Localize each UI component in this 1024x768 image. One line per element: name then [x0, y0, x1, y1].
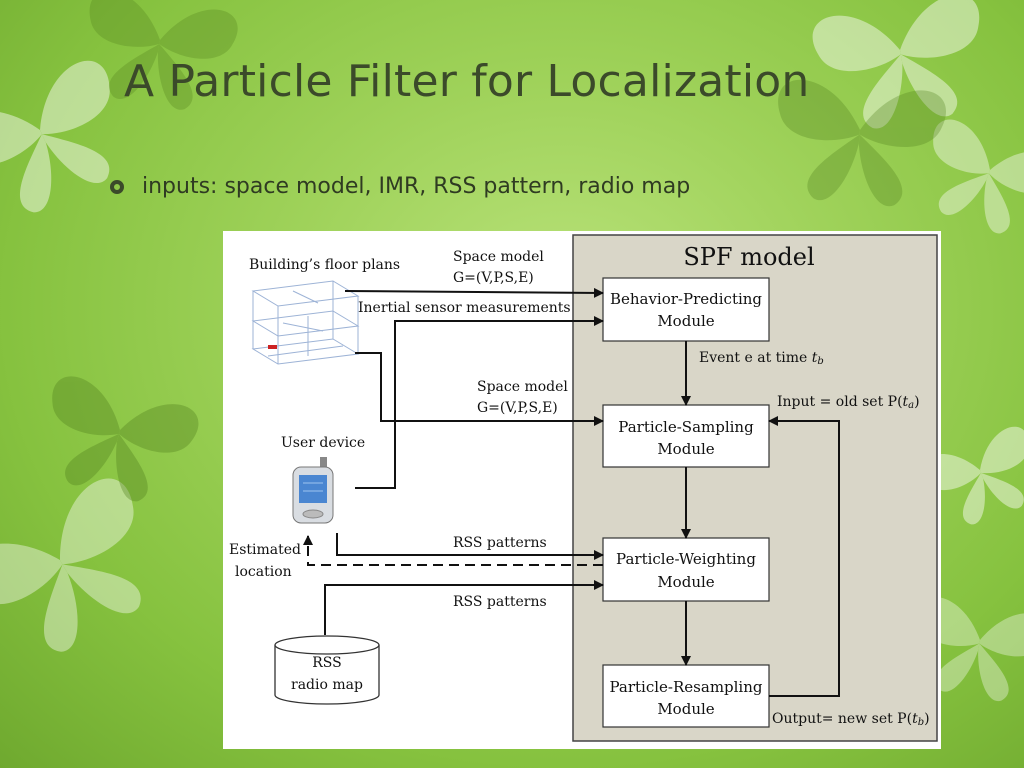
arrow-estimated-location	[303, 535, 603, 566]
ring-bullet-icon	[110, 179, 124, 194]
spf-diagram-figure: SPF model Behavior-Predicting Module Par…	[223, 231, 941, 749]
arrow-radiomap-to-weighting	[324, 580, 604, 635]
phone-icon	[292, 457, 334, 524]
rss-patterns-label-2: RSS patterns	[453, 594, 547, 610]
rss-patterns-label-1: RSS patterns	[453, 535, 547, 551]
space-model-top-graph: G=(V,P,S,E)	[453, 270, 534, 286]
input-old-set-label: Input = old set P(ta)	[777, 394, 920, 411]
module-label: Particle-Resampling	[610, 678, 763, 696]
module-label: Module	[657, 573, 714, 591]
floor-plans-label: Building’s floor plans	[249, 257, 400, 273]
spf-model-title: SPF model	[683, 243, 814, 271]
module-label: Module	[657, 312, 714, 330]
module-label: Module	[657, 700, 714, 718]
arrow-inertial-to-behavior	[355, 316, 604, 489]
module-label: Module	[657, 440, 714, 458]
spf-diagram: SPF model Behavior-Predicting Module Par…	[229, 234, 938, 742]
rss-radio-map-database: RSS radio map	[274, 635, 380, 705]
arrow-space-model-to-behavior	[344, 287, 604, 298]
arrow-feedback-loop	[768, 416, 840, 697]
space-model-mid-label: Space model	[477, 379, 568, 395]
bullet-item: inputs: space model, IMR, RSS pattern, r…	[110, 174, 690, 199]
arrow-device-rss-to-weighting	[336, 533, 604, 560]
particle-sampling-module: Particle-Sampling Module	[602, 404, 770, 468]
user-device-label: User device	[281, 435, 365, 451]
particle-resampling-module: Particle-Resampling Module	[602, 664, 770, 728]
bullet-text: inputs: space model, IMR, RSS pattern, r…	[142, 174, 691, 199]
module-label: Behavior-Predicting	[610, 290, 762, 308]
rss-db-label: RSS	[312, 655, 341, 671]
output-new-set-label: Output= new set P(tb)	[772, 711, 930, 728]
space-model-top-label: Space model	[453, 249, 544, 265]
module-label: Particle-Sampling	[618, 418, 754, 436]
slide-title: A Particle Filter for Localization	[124, 56, 810, 107]
event-label: Event e at time tb	[699, 350, 824, 367]
behavior-predicting-module: Behavior-Predicting Module	[602, 277, 770, 342]
estimated-location-label: location	[235, 564, 292, 580]
floor-plans-illustration	[251, 280, 360, 365]
particle-weighting-module: Particle-Weighting Module	[602, 537, 770, 602]
rss-db-label: radio map	[291, 677, 363, 693]
space-model-mid-graph: G=(V,P,S,E)	[477, 400, 558, 416]
arrow-floorplan-to-sampling	[355, 352, 604, 426]
estimated-location-label: Estimated	[229, 542, 301, 558]
inertial-sensor-label: Inertial sensor measurements	[358, 300, 571, 316]
module-label: Particle-Weighting	[616, 550, 756, 568]
